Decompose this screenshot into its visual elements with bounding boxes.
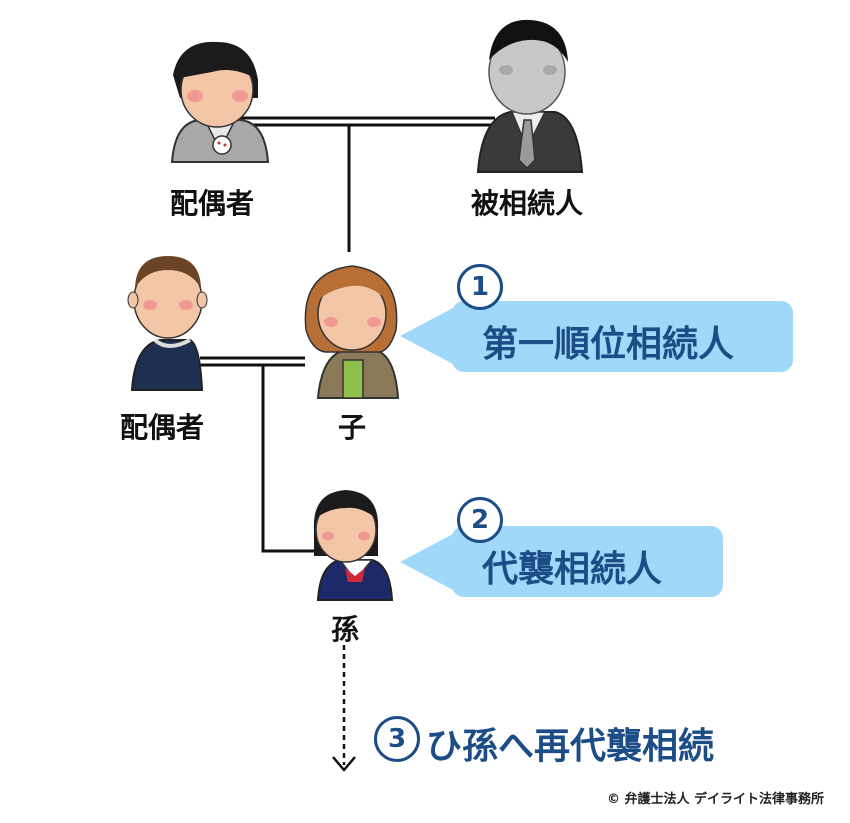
- number-badge-3: 3: [374, 716, 420, 762]
- callout-first-shape: [400, 301, 793, 372]
- number-badge-2: 2: [457, 497, 503, 543]
- number-badge-1: 1: [457, 264, 503, 310]
- spouse-top-illustration: [170, 41, 270, 163]
- label-child: 子: [338, 411, 367, 444]
- decedent-illustration: [476, 19, 584, 173]
- marriage-line-middle: [200, 356, 305, 367]
- chevron-down-icon: [332, 756, 356, 772]
- grandchild-illustration: [313, 490, 394, 601]
- marriage-line-top: [234, 116, 495, 127]
- callout-second-shape: [400, 526, 723, 597]
- label-grandchild: 孫: [331, 613, 360, 646]
- descent-line-grandchild: [261, 365, 318, 553]
- callout-second-label: 代襲相続人: [482, 549, 663, 590]
- callout-first-label: 第一順位相続人: [482, 324, 735, 365]
- copyright-text: © 弁護士法人 デイライト法律事務所: [606, 792, 824, 807]
- label-spouse-top: 配偶者: [170, 187, 255, 220]
- label-spouse-middle: 配偶者: [120, 411, 205, 444]
- callout-third-label: ひ孫へ再代襲相続: [426, 726, 715, 767]
- label-decedent: 被相続人: [471, 187, 584, 220]
- spouse-middle-illustration: [127, 256, 208, 391]
- child-illustration: [304, 265, 400, 399]
